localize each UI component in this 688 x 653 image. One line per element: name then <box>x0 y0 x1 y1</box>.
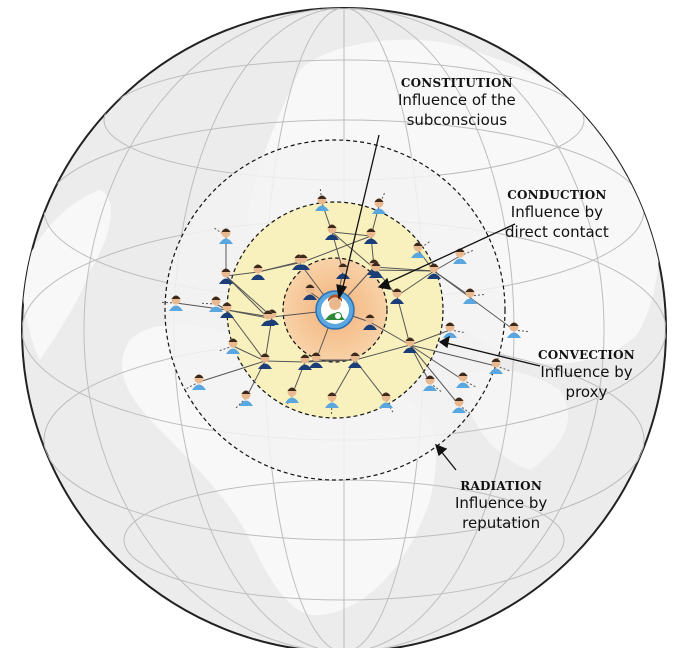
conduction-heading: CONDUCTION <box>505 188 609 202</box>
radiation-line-2: reputation <box>455 513 547 533</box>
convection-heading: CONVECTION <box>538 348 635 362</box>
radiation-line-1: Influence by <box>455 493 547 513</box>
constitution-line-1: Influence of the <box>398 90 516 110</box>
constitution-label: CONSTITUTION Influence of the subconscio… <box>398 76 516 130</box>
conduction-label: CONDUCTION Influence by direct contact <box>505 188 609 242</box>
convection-line-2: proxy <box>538 382 635 402</box>
convection-label: CONVECTION Influence by proxy <box>538 348 635 402</box>
convection-line-1: Influence by <box>538 362 635 382</box>
center-person <box>316 291 354 329</box>
conduction-line-1: Influence by <box>505 202 609 222</box>
constitution-heading: CONSTITUTION <box>398 76 516 90</box>
radiation-heading: RADIATION <box>455 479 547 493</box>
constitution-line-2: subconscious <box>398 110 516 130</box>
conduction-line-2: direct contact <box>505 222 609 242</box>
radiation-label: RADIATION Influence by reputation <box>455 479 547 533</box>
